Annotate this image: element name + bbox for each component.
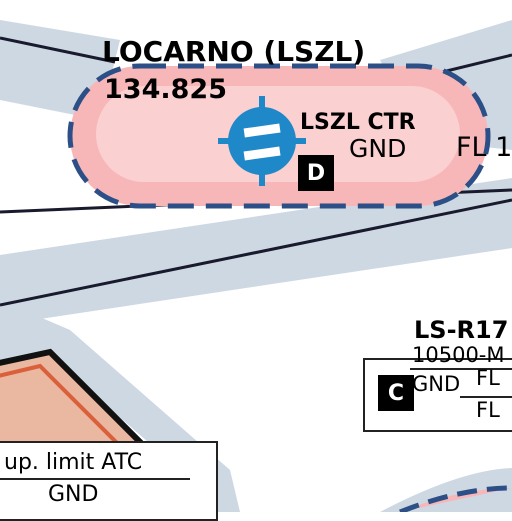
- route-line-diagonal: [0, 198, 512, 307]
- route-line-top: [0, 36, 116, 64]
- restricted-divider-bottom: [460, 396, 512, 398]
- airport-icon[interactable]: [218, 96, 306, 186]
- ctr-class-badge: D: [298, 155, 334, 191]
- restricted-upper: 10500-M: [412, 343, 505, 367]
- restricted-divider-top: [410, 368, 512, 370]
- restricted-fl-bottom: FL: [476, 398, 500, 422]
- restricted-lower: GND: [412, 372, 461, 396]
- fl-label-right: FL 1: [456, 132, 512, 163]
- restricted-name: LS-R17: [414, 316, 509, 344]
- restricted-class-badge: C: [378, 375, 414, 411]
- ta-label-box: [0, 441, 218, 521]
- ctr-lower-limit: GND: [349, 134, 407, 163]
- ctr-label: LSZL CTR: [300, 110, 416, 135]
- band-bottom-right: [380, 468, 512, 512]
- ctr-frequency: 134.825: [104, 74, 227, 105]
- ctr-name: LOCARNO (LSZL): [102, 35, 366, 68]
- ta-lower-limit: GND: [48, 482, 99, 507]
- restricted-fl-top: FL: [476, 366, 500, 390]
- ctr-bottom-right: [399, 485, 512, 512]
- ta-divider: [0, 478, 190, 480]
- ta-upper-limit: up. limit ATC: [4, 450, 143, 475]
